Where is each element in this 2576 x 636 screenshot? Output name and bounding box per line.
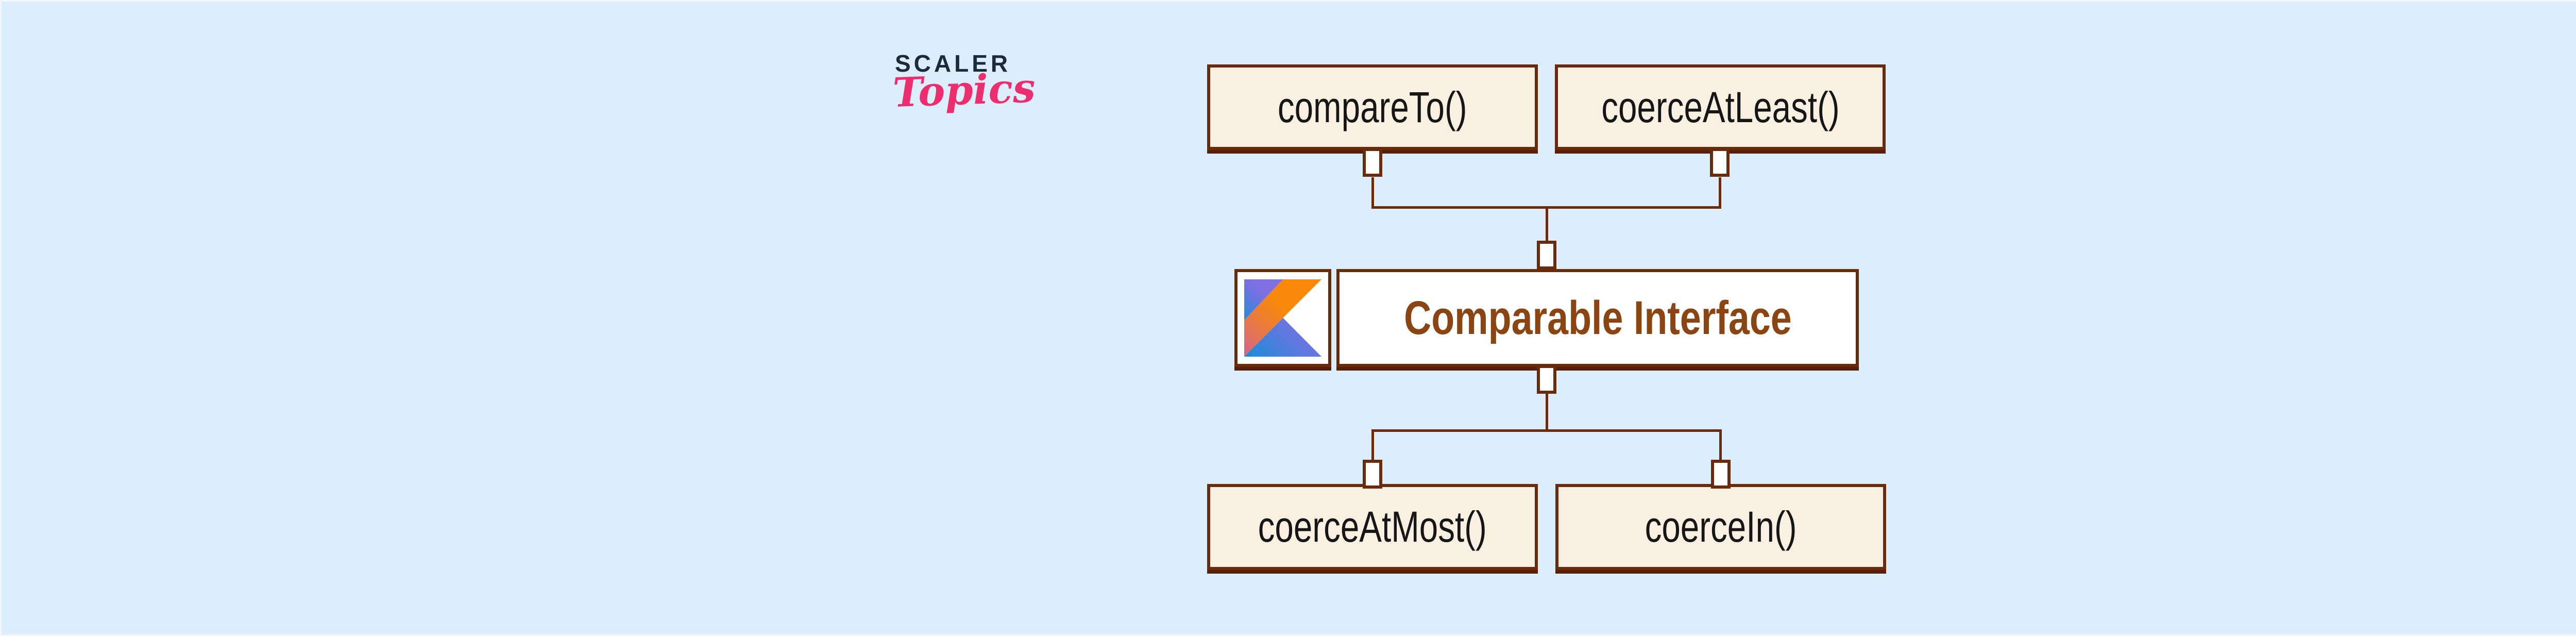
scaler-topics-logo: SCALER Topics [892,50,1037,116]
connector-line [1371,429,1374,461]
node-coercein-label: coerceIn() [1645,503,1797,551]
connector-port [1363,148,1382,177]
connector-port [1710,148,1730,177]
node-compareto: compareTo() [1207,64,1538,150]
node-comparable-interface: Comparable Interface [1336,269,1859,367]
node-comparable-interface-label: Comparable Interface [1403,291,1792,344]
connector-port [1537,241,1556,270]
topics-script-wordmark: Topics [892,64,1037,116]
connector-line [1546,393,1548,432]
node-coercein: coerceIn() [1555,484,1886,570]
scaler-wordmark: SCALER [895,50,1011,77]
node-coerceatleast-label: coerceAtLeast() [1601,82,1840,131]
node-coerceatleast: coerceAtLeast() [1555,64,1886,150]
connector-port [1537,365,1556,394]
connector-line [1371,177,1374,207]
connector-port [1711,460,1731,489]
connector-line [1719,177,1721,207]
connector-line [1546,206,1548,242]
node-compareto-label: compareTo() [1278,82,1467,131]
node-coerceatmost-label: coerceAtMost() [1258,503,1487,551]
connector-line [1371,429,1722,432]
kotlin-logo-box [1234,269,1331,367]
kotlin-icon [1244,279,1321,357]
connector-line [1719,429,1722,461]
connector-port [1363,460,1382,489]
node-coerceatmost: coerceAtMost() [1207,484,1538,570]
